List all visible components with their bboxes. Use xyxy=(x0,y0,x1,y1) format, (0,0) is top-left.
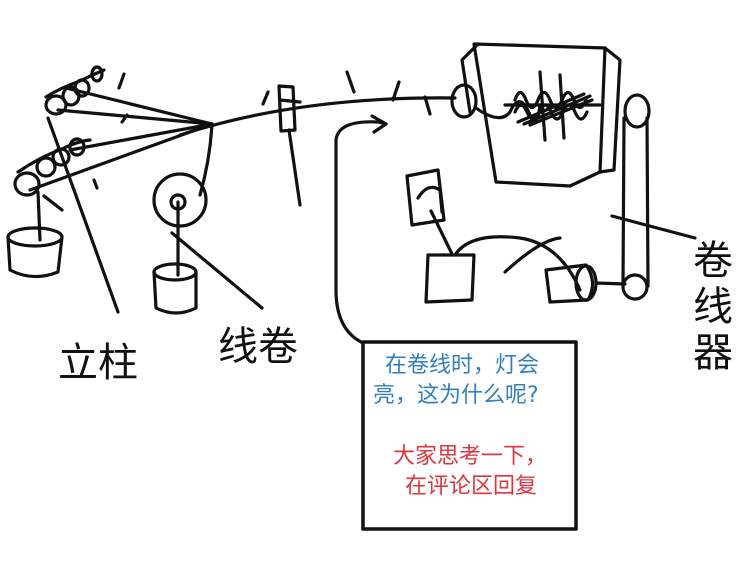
spool-label: 线卷 xyxy=(218,324,298,370)
guide-post xyxy=(287,128,302,207)
winding-coil xyxy=(503,70,602,142)
lamp-assembly xyxy=(405,168,627,304)
question-line: 在卷线时，灯会 xyxy=(385,353,540,378)
pillar-wire xyxy=(16,138,92,174)
pillar-assembly xyxy=(13,65,214,314)
drive-belt xyxy=(621,116,650,288)
spool-bucket xyxy=(152,270,198,315)
drop-wire xyxy=(36,190,42,242)
winder-machine xyxy=(450,42,697,301)
switch-box xyxy=(405,168,446,227)
pillar-pulley xyxy=(35,156,57,178)
pillar-pointer xyxy=(42,194,64,212)
tick-mark xyxy=(261,70,432,116)
winder-housing xyxy=(472,42,607,188)
note-box xyxy=(361,340,578,531)
question-line: 亮，这为什么呢? xyxy=(373,383,539,408)
left-bucket xyxy=(6,226,64,279)
spool-leader-line xyxy=(170,231,264,310)
winder-leader-line xyxy=(610,214,697,240)
winder-label-char: 卷 xyxy=(693,238,733,284)
lamp-box xyxy=(424,253,476,304)
pillar-pulley xyxy=(13,171,41,197)
winder-right-pulley xyxy=(623,93,651,129)
wire-guide xyxy=(277,84,297,133)
spool-assembly xyxy=(152,122,264,315)
pillar-wire xyxy=(44,68,106,99)
pillar-label: 立柱 xyxy=(58,340,138,386)
spool-bucket xyxy=(152,262,198,282)
reply-line: 在评论区回复 xyxy=(405,474,538,499)
spool-wire xyxy=(198,122,214,197)
winder-label-char: 线 xyxy=(693,284,733,330)
feed-wire xyxy=(68,122,214,152)
belt-pulley xyxy=(621,273,649,301)
spool-pulley xyxy=(152,172,208,228)
note-leader xyxy=(334,114,388,345)
tick-mark xyxy=(92,72,129,190)
reply-line: 大家思考一下， xyxy=(393,444,548,469)
pillar-post xyxy=(46,116,120,314)
entry-pulley xyxy=(450,83,478,119)
main-wire xyxy=(178,70,457,207)
winder-label: 卷 线 器 xyxy=(690,238,736,376)
feed-wire xyxy=(56,108,214,126)
feed-wire xyxy=(64,86,214,126)
winder-label-char: 器 xyxy=(693,330,733,376)
